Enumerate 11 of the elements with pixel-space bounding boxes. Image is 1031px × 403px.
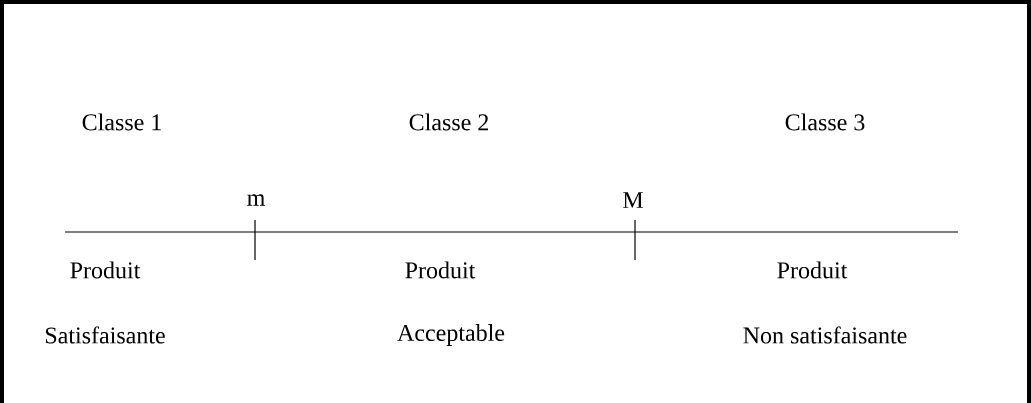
- label: m: [247, 194, 265, 206]
- label: M: [623, 192, 643, 208]
- label: Produit: [70, 261, 141, 279]
- label: Classe 3: [785, 113, 865, 131]
- label: Classe 2: [409, 113, 488, 131]
- label: Produit: [777, 261, 848, 279]
- label: Acceptable: [397, 324, 505, 346]
- label: Satisfaisante: [45, 326, 165, 344]
- label: Non satisfaisante: [743, 326, 907, 344]
- label: Produit: [405, 261, 476, 279]
- label: Classe 1: [82, 113, 161, 131]
